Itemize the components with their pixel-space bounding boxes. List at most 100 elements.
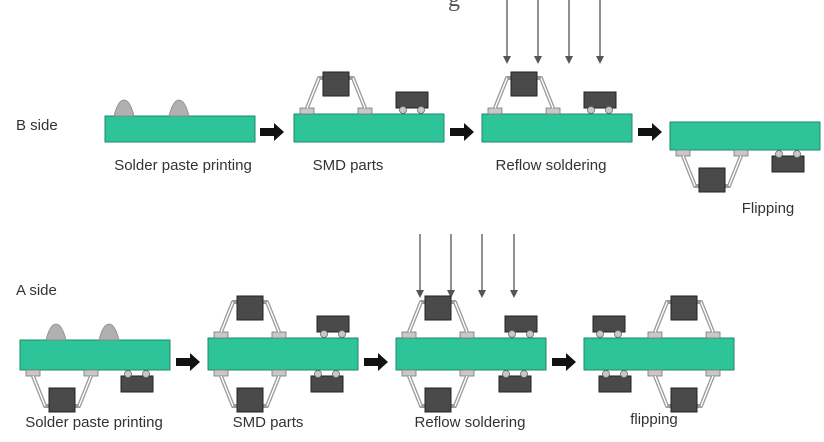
b-reflow-qfp-pad-left xyxy=(487,107,503,115)
a-flip-qfp-top-pad-right xyxy=(705,331,721,339)
a-flip-qfp-top-body xyxy=(670,295,698,321)
b-paste-2 xyxy=(168,99,190,117)
title-fragment: g xyxy=(448,0,460,12)
b-heat-arrow-2-head xyxy=(565,56,573,64)
b-smd-qfp-pad-left xyxy=(299,107,315,115)
a-side-label: A side xyxy=(16,282,57,299)
a-paste-1 xyxy=(45,323,67,341)
b-heat-arrow-1-head xyxy=(534,56,542,64)
b-heat-arrow-3-head xyxy=(596,56,604,64)
a-reflow-qfp-top-pad-right xyxy=(459,331,475,339)
a-step-label-smd: SMD parts xyxy=(232,414,304,431)
a-smd-chip-top-leg-left xyxy=(320,330,328,338)
b-reflow-qfp-lead-left-highlight xyxy=(494,77,508,109)
a-heat-arrow-0-head xyxy=(416,290,424,298)
a-reflow-chip-top-leg-right xyxy=(526,330,534,338)
b-board-flipped xyxy=(669,121,821,151)
a-smd-chip-bottom-leg-left xyxy=(314,370,322,378)
a-reflow-qfp-top-lead-left-highlight xyxy=(408,301,422,333)
a-flip-chip-bottom-leg-left xyxy=(602,370,610,378)
a-arrow-2 xyxy=(364,353,388,371)
b-paste-1 xyxy=(113,99,135,117)
a-reflow-qfp-top-body xyxy=(424,295,452,321)
a-reflow-chip-top-body xyxy=(504,315,538,333)
a-reflow-qfp-bottom-lead-right-highlight xyxy=(454,375,468,407)
a-paste-qfp-lead-left-highlight xyxy=(32,375,46,407)
a-flip-qfp-bottom-pad-right xyxy=(705,369,721,377)
a-flip-qfp-top-lead-right-highlight xyxy=(700,301,714,333)
a-flip-chip-top-leg-left xyxy=(596,330,604,338)
b-step-label-smd: SMD parts xyxy=(312,157,384,174)
b-flip-chip-leg-left xyxy=(775,150,783,158)
b-step-label-flipping: Flipping xyxy=(741,200,795,217)
a-board-reflow xyxy=(395,337,547,371)
b-flip-chip-body xyxy=(771,155,805,173)
b-reflow-chip-leg-left xyxy=(587,106,595,114)
a-smd-qfp-top-lead-left-highlight xyxy=(220,301,234,333)
a-heat-arrow-1-head xyxy=(447,290,455,298)
a-paste-qfp-pad-left xyxy=(25,369,41,377)
a-flip-chip-bottom-leg-right xyxy=(620,370,628,378)
a-paste-2 xyxy=(98,323,120,341)
b-arrow-2 xyxy=(450,123,474,141)
a-flip-chip-top-leg-right xyxy=(614,330,622,338)
b-flip-chip-leg-right xyxy=(793,150,801,158)
a-smd-chip-top-leg-right xyxy=(338,330,346,338)
a-reflow-qfp-bottom-body xyxy=(424,387,452,413)
a-reflow-chip-bottom-leg-left xyxy=(502,370,510,378)
a-smd-qfp-top-body xyxy=(236,295,264,321)
a-step-label-paste: Solder paste printing xyxy=(25,414,163,431)
b-reflow-qfp-pad-right xyxy=(545,107,561,115)
b-smd-chip-leg-left xyxy=(399,106,407,114)
b-reflow-qfp-body xyxy=(510,71,538,97)
b-flip-qfp-lead-left-highlight xyxy=(682,155,696,187)
a-reflow-qfp-top-pad-left xyxy=(401,331,417,339)
a-reflow-chip-bottom-body xyxy=(498,375,532,393)
a-flip-qfp-bottom-lead-right-highlight xyxy=(700,375,714,407)
a-paste-qfp-lead-right-highlight xyxy=(78,375,92,407)
b-flip-qfp-body xyxy=(698,167,726,193)
b-reflow-chip-body xyxy=(583,91,617,109)
b-reflow-qfp-lead-right-highlight xyxy=(540,77,554,109)
b-flip-qfp-lead-right-highlight xyxy=(728,155,742,187)
a-flip-chip-top-body xyxy=(592,315,626,333)
b-heat-arrow-0-head xyxy=(503,56,511,64)
b-flip-qfp-pad-right xyxy=(733,149,749,157)
b-smd-chip-leg-right xyxy=(417,106,425,114)
a-paste-chip-leg-left xyxy=(124,370,132,378)
a-reflow-qfp-bottom-pad-right xyxy=(459,369,475,377)
a-smd-chip-bottom-leg-right xyxy=(332,370,340,378)
a-smd-chip-bottom-body xyxy=(310,375,344,393)
a-smd-qfp-bottom-pad-right xyxy=(271,369,287,377)
a-heat-arrow-3-head xyxy=(510,290,518,298)
a-heat-arrow-2-head xyxy=(478,290,486,298)
b-board-paste xyxy=(104,115,256,143)
a-smd-qfp-bottom-lead-right-highlight xyxy=(266,375,280,407)
a-smd-qfp-top-pad-left xyxy=(213,331,229,339)
b-board-reflow xyxy=(481,113,633,143)
b-flip-qfp-pad-left xyxy=(675,149,691,157)
a-smd-qfp-bottom-lead-left-highlight xyxy=(220,375,234,407)
a-smd-qfp-bottom-body xyxy=(236,387,264,413)
a-reflow-qfp-top-lead-right-highlight xyxy=(454,301,468,333)
b-reflow-chip-leg-right xyxy=(605,106,613,114)
a-board-smd xyxy=(207,337,359,371)
a-paste-chip-leg-right xyxy=(142,370,150,378)
b-smd-qfp-lead-left-highlight xyxy=(306,77,320,109)
b-board-smd xyxy=(293,113,445,143)
b-smd-qfp-body xyxy=(322,71,350,97)
a-reflow-chip-bottom-leg-right xyxy=(520,370,528,378)
a-reflow-qfp-bottom-lead-left-highlight xyxy=(408,375,422,407)
a-flip-qfp-bottom-pad-left xyxy=(647,369,663,377)
a-paste-qfp-body xyxy=(48,387,76,413)
a-reflow-chip-top-leg-left xyxy=(508,330,516,338)
a-smd-qfp-bottom-pad-left xyxy=(213,369,229,377)
a-smd-chip-top-body xyxy=(316,315,350,333)
a-flip-chip-bottom-body xyxy=(598,375,632,393)
a-smd-qfp-top-pad-right xyxy=(271,331,287,339)
a-paste-qfp-pad-right xyxy=(83,369,99,377)
a-reflow-qfp-bottom-pad-left xyxy=(401,369,417,377)
b-step-label-paste: Solder paste printing xyxy=(114,157,252,174)
a-step-label-flipping: flipping xyxy=(630,411,678,428)
